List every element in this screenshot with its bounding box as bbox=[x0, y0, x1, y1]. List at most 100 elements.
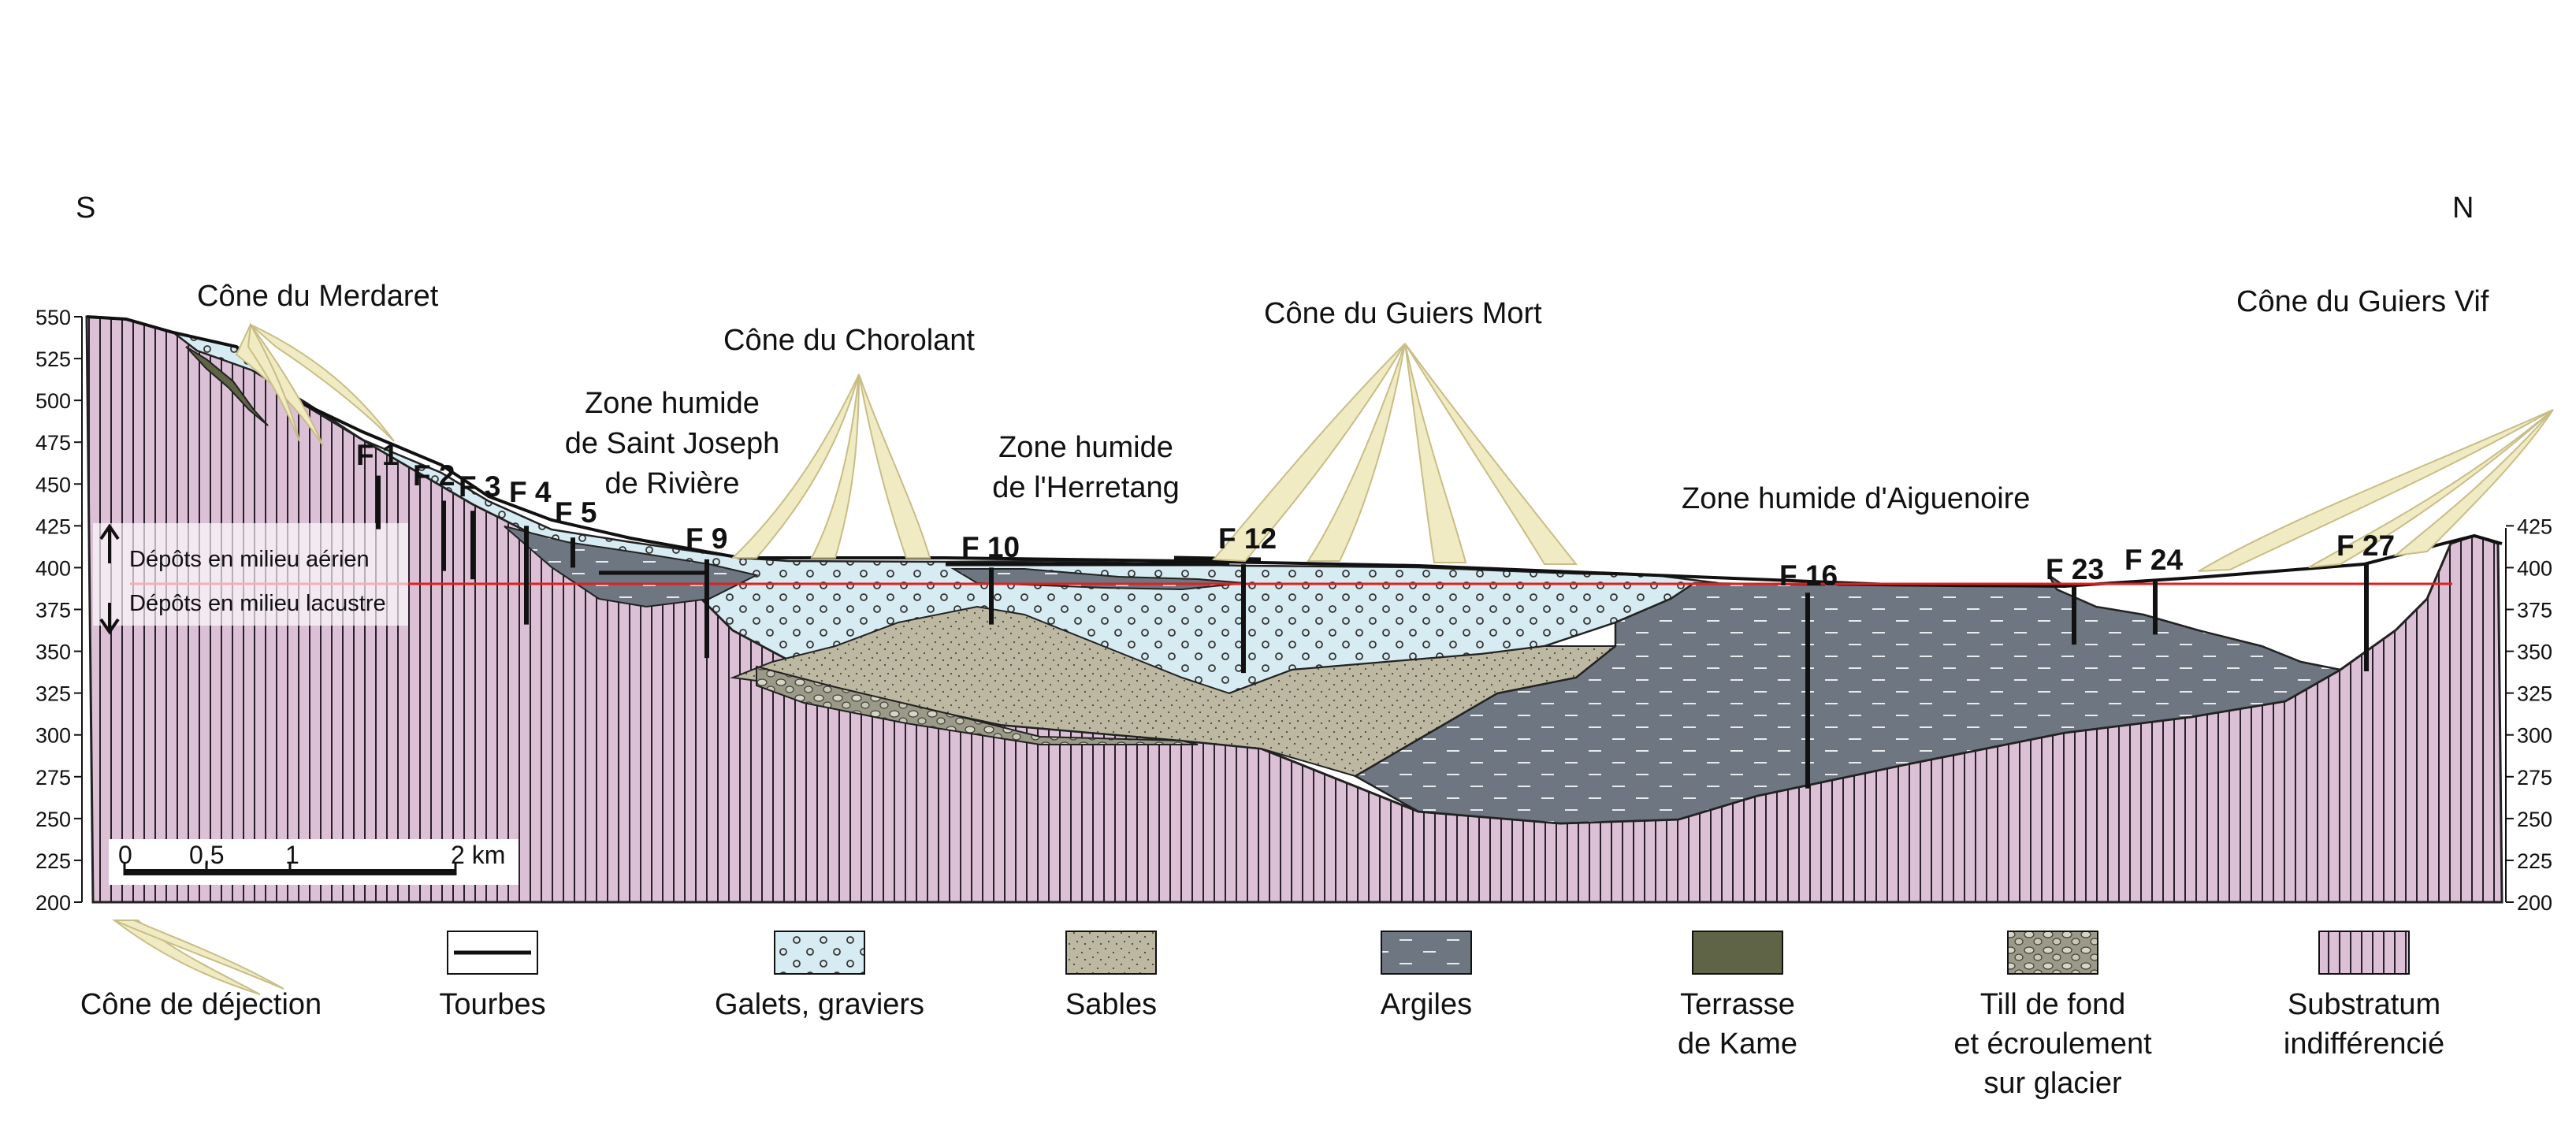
left-tick-label: 500 bbox=[35, 389, 71, 413]
gravel-icon bbox=[774, 931, 865, 975]
borehole-label: F 9 bbox=[686, 522, 727, 555]
borehole-label: F 10 bbox=[961, 531, 1020, 563]
borehole-label: F 2 bbox=[413, 459, 455, 492]
legend-label: Argiles bbox=[1381, 988, 1472, 1021]
till-layer bbox=[756, 665, 1199, 745]
left-tick-label: 425 bbox=[35, 515, 71, 538]
north-label: N bbox=[2452, 191, 2474, 225]
scale-label-0: 0 bbox=[118, 841, 132, 869]
zone-line: de Saint Joseph bbox=[565, 427, 780, 460]
scale-label-1: 1 bbox=[285, 841, 299, 869]
legend-item: Sables bbox=[1065, 931, 1157, 1021]
legend-item: Substratum indifférencié bbox=[2284, 931, 2444, 1061]
south-label: S bbox=[76, 191, 95, 225]
legend-item: Cône de déjection bbox=[80, 920, 322, 1021]
legend-label: indifférencié bbox=[2284, 1027, 2444, 1061]
left-tick-label: 375 bbox=[35, 599, 71, 622]
zone-line: de l'Herretang bbox=[992, 471, 1180, 504]
right-tick-label: 200 bbox=[2517, 891, 2552, 915]
left-tick-label: 325 bbox=[35, 682, 71, 706]
scale-label-2km: 2 km bbox=[451, 841, 505, 869]
left-tick-label: 400 bbox=[35, 556, 71, 580]
arrow-up-icon bbox=[99, 523, 120, 563]
right-tick-label: 275 bbox=[2517, 766, 2552, 789]
left-tick-label: 525 bbox=[35, 347, 71, 371]
borehole-label: F 1 bbox=[356, 439, 398, 471]
kame-terrace bbox=[185, 346, 269, 426]
arrow-down-icon bbox=[99, 603, 120, 635]
left-tick-label: 450 bbox=[35, 473, 71, 496]
zone-line: Zone humide bbox=[998, 431, 1173, 464]
right-tick-label: 250 bbox=[2517, 808, 2552, 831]
fan-icon bbox=[112, 920, 284, 995]
legend-label: Tourbes bbox=[439, 988, 545, 1021]
right-tick-label: 350 bbox=[2517, 641, 2552, 664]
left-tick-label: 300 bbox=[35, 724, 71, 748]
scale-bar: 0 0,5 1 2 km bbox=[109, 839, 519, 885]
borehole-label: F 24 bbox=[2124, 544, 2183, 576]
peat-icon bbox=[447, 931, 538, 975]
right-tick-label: 375 bbox=[2517, 599, 2552, 622]
borehole-label: F 4 bbox=[509, 476, 552, 508]
left-tick-label: 225 bbox=[35, 849, 71, 873]
right-tick-label: 400 bbox=[2517, 556, 2552, 580]
right-tick-label: 300 bbox=[2517, 724, 2552, 748]
legend-label: sur glacier bbox=[1983, 1067, 2122, 1100]
borehole-label: F 3 bbox=[459, 470, 500, 503]
fan-chorolant bbox=[730, 373, 931, 559]
cone-label-chorolant: Cône du Chorolant bbox=[723, 324, 975, 357]
legend-label: Sables bbox=[1065, 988, 1157, 1021]
legend-label: Cône de déjection bbox=[80, 988, 322, 1021]
left-tick-label: 200 bbox=[35, 891, 71, 915]
scale-label-05: 0,5 bbox=[189, 841, 224, 869]
fan-guiers-vif bbox=[2198, 409, 2554, 572]
kame-icon bbox=[1692, 931, 1783, 975]
borehole-label: F 23 bbox=[2046, 553, 2104, 585]
left-tick-label: 550 bbox=[35, 306, 71, 329]
zone-line: de Rivière bbox=[604, 467, 739, 500]
sand-layer bbox=[730, 605, 1618, 778]
left-tick-label: 350 bbox=[35, 641, 71, 664]
legend-item: Terrasse de Kame bbox=[1678, 931, 1797, 1061]
left-tick-label: 250 bbox=[35, 808, 71, 831]
zone-line: Zone humide bbox=[585, 387, 760, 420]
zone-label-saint-joseph: Zone humide de Saint Joseph de Rivière bbox=[565, 387, 780, 500]
borehole-label: F 5 bbox=[555, 496, 597, 529]
legend-item: Till de fond et écroulement sur glacier bbox=[1953, 931, 2152, 1100]
borehole-label: F 12 bbox=[1218, 522, 1277, 555]
legend-label: de Kame bbox=[1678, 1027, 1797, 1061]
right-tick-label: 325 bbox=[2517, 682, 2552, 706]
legend-item: Argiles bbox=[1381, 931, 1472, 1021]
legend-label: Substratum bbox=[2288, 988, 2440, 1021]
legend-label: Till de fond bbox=[1980, 988, 2125, 1021]
legend: Cône de déjection Tourbes Galets, graviers… bbox=[80, 920, 2444, 1100]
clay-layer bbox=[1353, 574, 2344, 825]
cone-label-guiers-mort: Cône du Guiers Mort bbox=[1264, 297, 1542, 330]
substratum-icon bbox=[2318, 931, 2410, 975]
cone-label-guiers-vif: Cône du Guiers Vif bbox=[2236, 285, 2489, 318]
borehole-label: F 27 bbox=[2336, 529, 2395, 562]
fan-guiers-mort bbox=[1211, 343, 1578, 565]
till-icon bbox=[2007, 931, 2098, 975]
zone-label-aiguenoire: Zone humide d'Aiguenoire bbox=[1682, 482, 2030, 515]
right-tick-label: 425 bbox=[2517, 515, 2552, 538]
legend-label: et écroulement bbox=[1953, 1027, 2152, 1061]
legend-label: Galets, graviers bbox=[715, 988, 924, 1021]
left-tick-label: 275 bbox=[35, 766, 71, 789]
zone-label-herretang: Zone humide de l'Herretang bbox=[992, 431, 1180, 504]
left-tick-label: 475 bbox=[35, 431, 71, 455]
fan-merdaret bbox=[235, 321, 395, 447]
right-tick-label: 225 bbox=[2517, 849, 2552, 873]
legend-label: Terrasse bbox=[1680, 988, 1795, 1021]
legend-item: Galets, graviers bbox=[715, 931, 924, 1021]
lake-level-note: Dépôts en milieu aérien Dépôts en milieu… bbox=[93, 523, 408, 635]
sand-icon bbox=[1065, 931, 1157, 975]
legend-item: Tourbes bbox=[439, 931, 546, 1021]
cone-label-merdaret: Cône du Merdaret bbox=[197, 280, 439, 313]
lacustrine-deposits-label: Dépôts en milieu lacustre bbox=[129, 591, 386, 616]
borehole-label: F 16 bbox=[1779, 559, 1838, 592]
aerial-deposits-label: Dépôts en milieu aérien bbox=[129, 547, 370, 572]
clay-icon bbox=[1381, 931, 1472, 975]
